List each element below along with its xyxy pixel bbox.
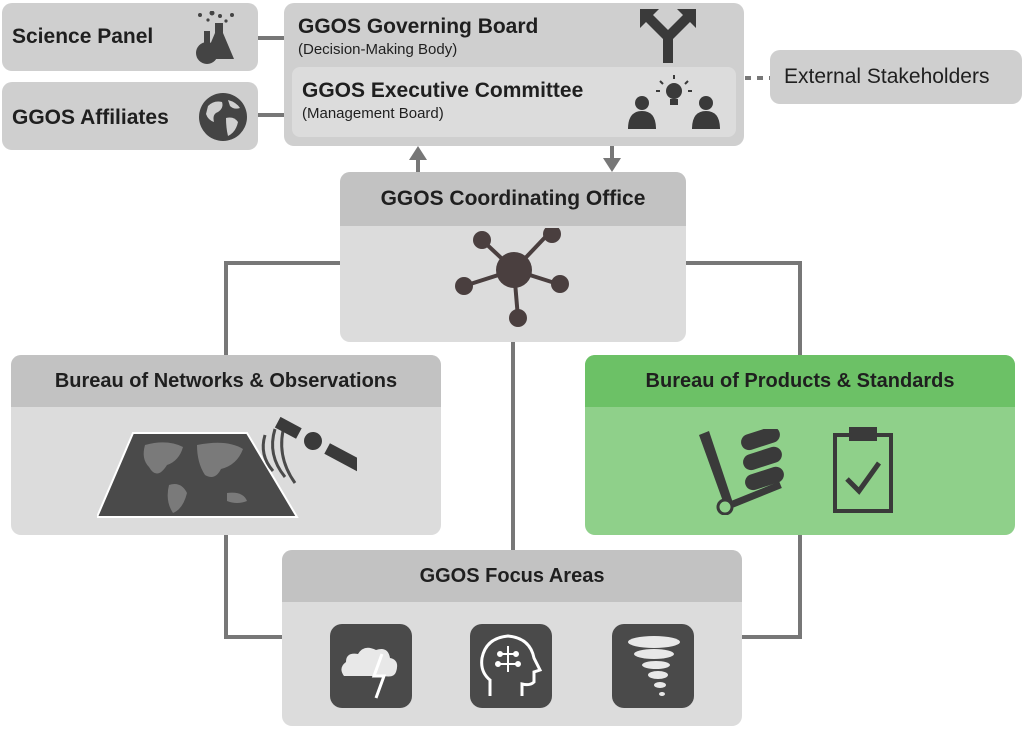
governing-board-subtitle: (Decision-Making Body) <box>298 41 458 58</box>
storm-cloud-icon <box>330 624 412 708</box>
focus-areas-title: GGOS Focus Areas <box>282 550 742 602</box>
bureau-networks-box: Bureau of Networks & Observations <box>11 355 441 535</box>
up-arrow-head <box>409 146 427 160</box>
focus-areas-box: GGOS Focus Areas <box>282 550 742 726</box>
team-idea-icon <box>628 75 720 129</box>
affiliates-label: GGOS Affiliates <box>12 106 169 129</box>
network-hub-icon <box>455 228 569 327</box>
external-stakeholders-label: External Stakeholders <box>784 65 990 88</box>
executive-committee-title: GGOS Executive Committee <box>302 79 584 102</box>
bureau-networks-title: Bureau of Networks & Observations <box>11 355 441 407</box>
coordinating-office-box: GGOS Coordinating Office <box>340 172 686 342</box>
brain-head-icon <box>470 624 552 708</box>
globe-icon <box>199 93 247 141</box>
governing-board-box: GGOS Governing Board (Decision-Making Bo… <box>284 3 744 146</box>
down-arrow-head <box>603 158 621 172</box>
fork-arrows-icon <box>640 9 696 63</box>
executive-committee-box: GGOS Executive Committee (Management Boa… <box>292 67 736 137</box>
science-panel-label: Science Panel <box>12 25 154 48</box>
external-stakeholders-box: External Stakeholders <box>770 50 1022 104</box>
hand-truck-icon <box>699 429 784 515</box>
executive-committee-subtitle: (Management Board) <box>302 105 444 122</box>
flask-icon <box>196 11 234 64</box>
bureau-products-box: Bureau of Products & Standards <box>585 355 1015 535</box>
tornado-icon <box>612 624 694 708</box>
satellite-map-icon <box>97 416 357 518</box>
science-panel-box: Science Panel <box>2 3 258 71</box>
clipboard-check-icon <box>833 427 893 513</box>
coordinating-office-title: GGOS Coordinating Office <box>340 172 686 226</box>
governing-board-title: GGOS Governing Board <box>298 15 539 38</box>
affiliates-box: GGOS Affiliates <box>2 82 258 150</box>
bureau-products-title: Bureau of Products & Standards <box>585 355 1015 407</box>
